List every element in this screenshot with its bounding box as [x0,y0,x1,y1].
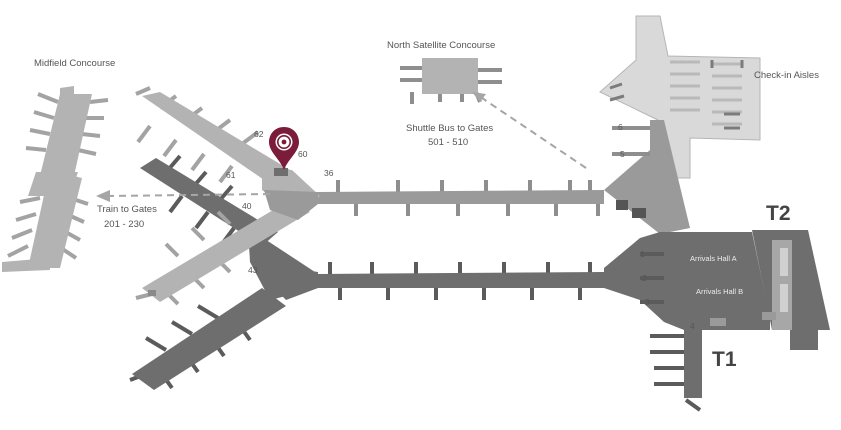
upper-pier [318,180,646,218]
west-piers [129,86,320,390]
train-gates-label: 201 - 230 [104,219,144,230]
gate-2-label: 2 [642,273,647,283]
terminal-2-label: T2 [766,202,791,225]
train-route [96,190,271,202]
shuttle-bus-label: Shuttle Bus to Gates [406,123,493,134]
shuttle-bus-gates-label: 501 - 510 [428,137,468,148]
midfield-concourse-label: Midfield Concourse [34,58,115,69]
gate-40-label: 40 [242,201,252,211]
arrivals-hall-b-label: Arrivals Hall B [696,287,743,296]
arrivals-hall-a-label: Arrivals Hall A [690,254,737,263]
gate-5-label: 5 [620,149,625,159]
gate-60-label: 60 [298,149,308,159]
gate-43-label: 43 [248,265,258,275]
gate-4-label: 4 [690,321,695,331]
checkin-aisles-label: Check-in Aisles [754,70,819,81]
gate-1-label: 1 [640,249,645,259]
gate-61-label: 61 [226,170,236,180]
lower-pier [318,262,604,300]
train-label: Train to Gates [97,204,157,215]
shuttle-route [472,92,587,169]
midfield-concourse [2,86,109,272]
terminal-1-label: T1 [712,348,737,371]
gate-6-label: 6 [618,122,623,132]
checkin-aisles [599,15,761,179]
gate-3-label: 3 [645,297,650,307]
north-satellite-label: North Satellite Concourse [387,40,495,51]
north-satellite-concourse [400,58,502,104]
gate-62-label: 62 [254,129,264,139]
location-pin-icon[interactable] [269,127,299,170]
gate-36-label: 36 [324,168,334,178]
terminal-1-building [604,232,776,412]
